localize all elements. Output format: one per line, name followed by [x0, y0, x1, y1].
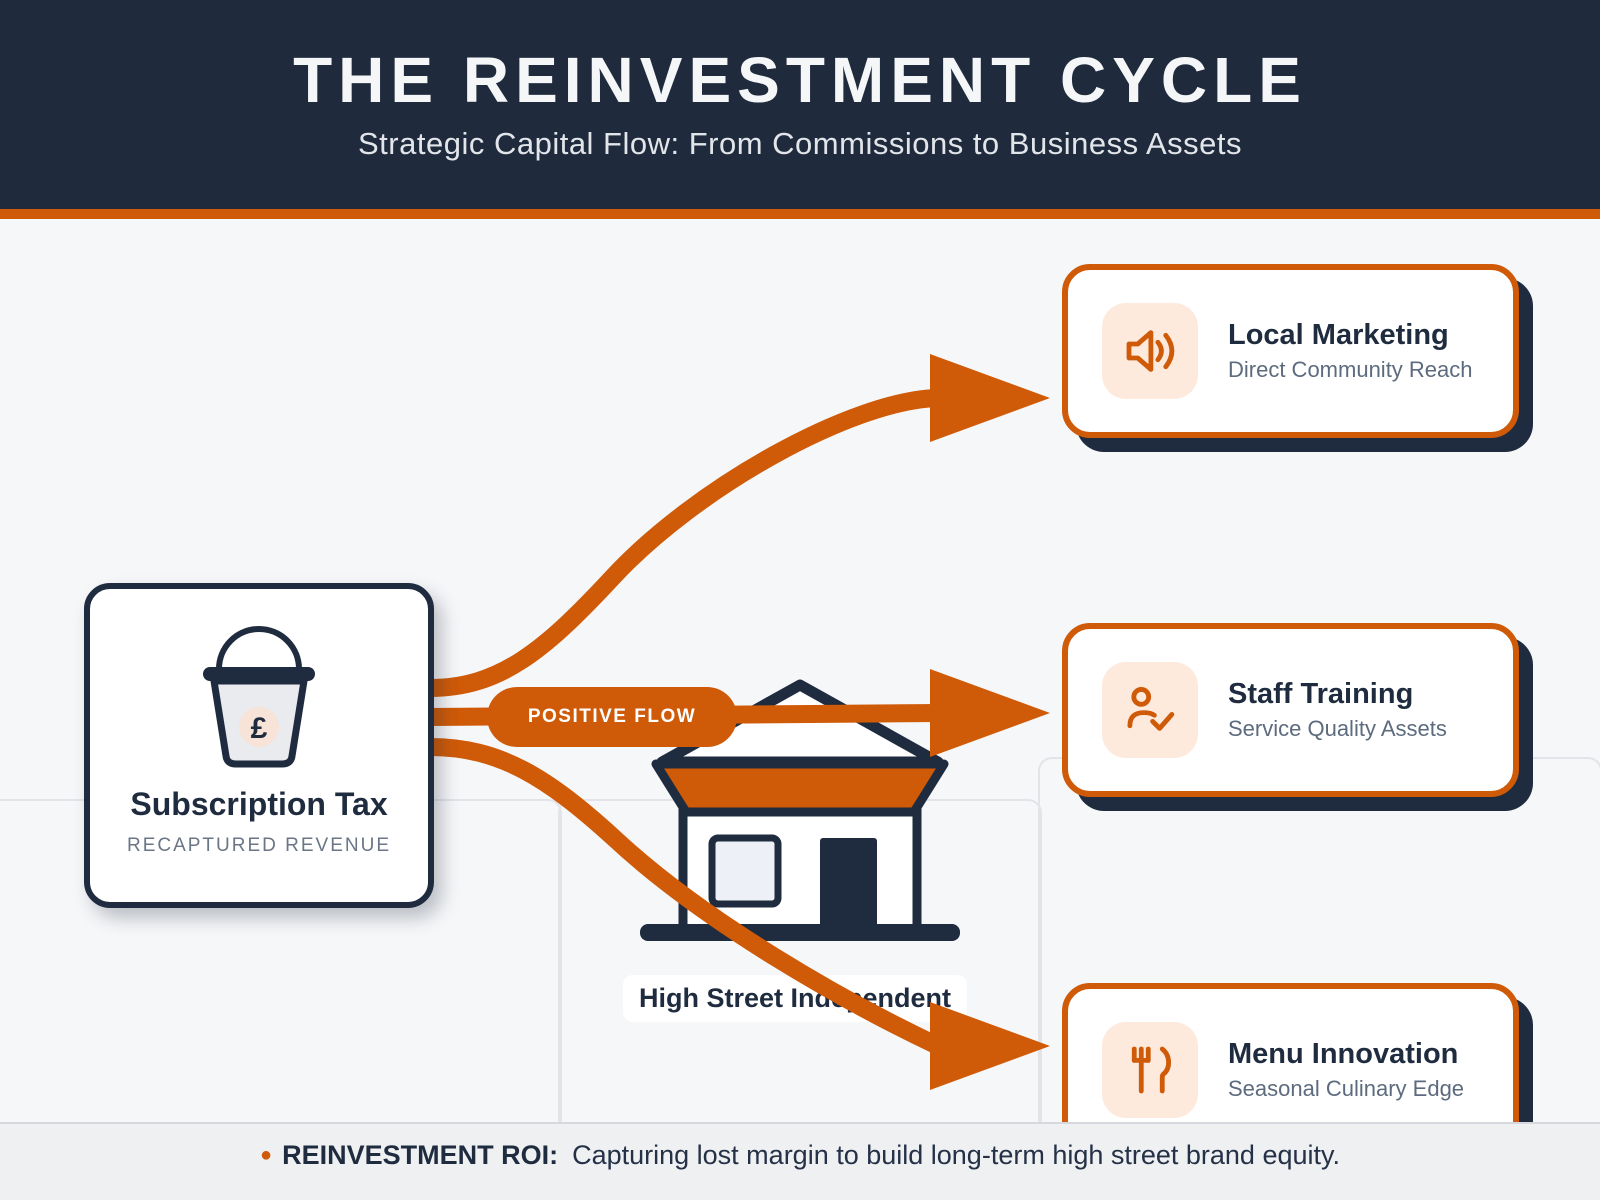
destination-subtitle: Seasonal Culinary Edge [1228, 1076, 1465, 1102]
destination-title: Local Marketing [1228, 318, 1449, 351]
icon-chip [1102, 662, 1198, 758]
coin-circle [239, 707, 279, 747]
flow-arrow-menu [421, 738, 947, 1055]
footer-label: REINVESTMENT ROI: [282, 1140, 559, 1170]
source-subtitle: RECAPTURED REVENUE [126, 835, 392, 856]
house-window [708, 834, 782, 908]
destination-title: Menu Innovation [1228, 1037, 1459, 1070]
page-title: THE REINVESTMENT CYCLE [293, 43, 1307, 116]
fork-knife-icon [1131, 1046, 1171, 1094]
arrowhead-marketing [930, 354, 1050, 442]
destination-subtitle: Service Quality Assets [1228, 716, 1447, 742]
arrowhead-menu [930, 1002, 1050, 1090]
header-banner: THE REINVESTMENT CYCLE Strategic Capital… [0, 0, 1600, 219]
speaker-icon [1126, 330, 1175, 372]
footer-text: Capturing lost margin to build long-term… [572, 1140, 1340, 1170]
icon-chip [1102, 303, 1198, 399]
destination-title: Staff Training [1228, 677, 1414, 710]
house-door [820, 838, 877, 930]
source-title: Subscription Tax [130, 786, 388, 822]
footer-bullet-icon: ● [259, 1144, 273, 1166]
icon-chip [1102, 1022, 1198, 1118]
destination-card-staff-training: Staff Training Service Quality Assets [1062, 623, 1519, 797]
shop-house-icon [640, 679, 960, 941]
page-subtitle: Strategic Capital Flow: From Commissions… [358, 125, 1242, 161]
arrowhead-training [930, 669, 1050, 757]
positive-flow-badge: POSITIVE FLOW [487, 687, 737, 747]
bucket-handle [216, 626, 302, 670]
destination-subtitle: Direct Community Reach [1228, 357, 1473, 383]
person-check-icon [1127, 687, 1175, 731]
flow-arrow-marketing [421, 389, 947, 697]
source-card-subscription-tax: £ Subscription Tax RECAPTURED REVENUE [84, 583, 434, 908]
footer-banner: ● REINVESTMENT ROI: Capturing lost margi… [0, 1122, 1600, 1200]
destination-card-local-marketing: Local Marketing Direct Community Reach [1062, 264, 1519, 438]
pound-symbol: £ [251, 712, 268, 745]
house-label: High Street Independent [623, 975, 967, 1022]
bucket-pound-icon: £ [203, 626, 315, 768]
